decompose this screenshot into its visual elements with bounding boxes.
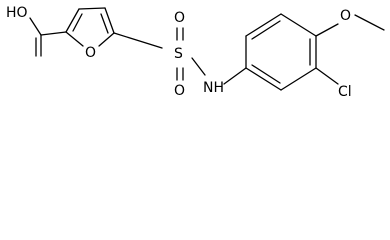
methoxy-oxygen-label: O <box>340 8 351 24</box>
chlorine-label: Cl <box>338 84 352 100</box>
carboxylic-acid-group <box>29 17 67 57</box>
sulfonyl-group <box>113 27 206 81</box>
furan-oxygen-label: O <box>85 45 96 61</box>
sulfonyl-oxygen-top-label: O <box>174 10 185 26</box>
sulfonyl-oxygen-bottom-label: O <box>174 83 185 99</box>
chloro-group <box>315 67 339 85</box>
sulfonyl-sulfur-label: S <box>174 46 183 62</box>
structure-diagram: HO O S O O NH O Cl <box>6 5 385 100</box>
hydroxyl-label: HO <box>6 5 28 21</box>
amine-label: NH <box>203 80 224 96</box>
benzene-ring <box>223 13 317 91</box>
methoxy-group <box>315 14 385 37</box>
furan-ring <box>65 7 115 47</box>
